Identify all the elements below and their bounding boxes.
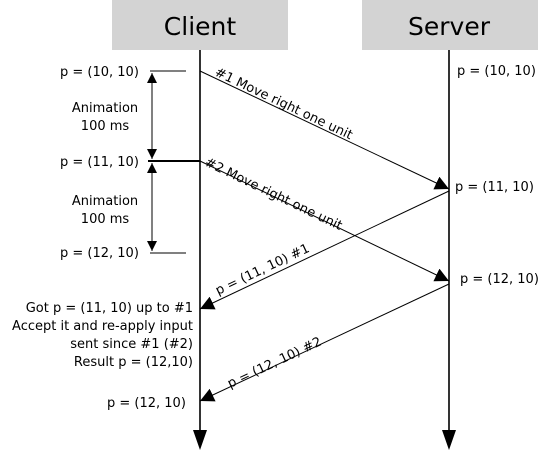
- client-position-label-1: p = (10, 10): [60, 65, 139, 80]
- response-1-arrow: [199, 190, 450, 310]
- reconcile-note-line1: Got p = (11, 10) up to #1: [26, 301, 193, 316]
- animation-label-1-line2: 100 ms: [81, 119, 130, 134]
- reconcile-note-line2: Accept it and re-apply input: [12, 319, 193, 334]
- response-2-arrow: [199, 283, 450, 402]
- reconcile-note-line3: sent since #1 (#2): [70, 337, 193, 352]
- server-header-label: Server: [408, 12, 491, 41]
- client-header-box: [112, 0, 288, 50]
- response-1-label: p = (11, 10) #1: [213, 241, 312, 298]
- reconcile-note-line4: Result p = (12,10): [74, 355, 193, 370]
- final-position-label: p = (12, 10): [107, 396, 186, 411]
- response-2-label: p = (12, 10) #2: [225, 335, 324, 392]
- server-position-label-2: p = (11, 10): [455, 180, 534, 195]
- message-1-arrow: [199, 70, 450, 190]
- animation-label-1-line1: Animation: [72, 101, 138, 116]
- message-2-arrow: [199, 160, 450, 282]
- server-position-label-3: p = (12, 10): [460, 272, 539, 287]
- animation-label-2-line2: 100 ms: [81, 212, 130, 227]
- client-position-label-3: p = (12, 10): [60, 246, 139, 261]
- server-header-box: [362, 0, 538, 50]
- client-header-label: Client: [164, 12, 237, 41]
- message-1-label: #1 Move right one unit: [212, 65, 354, 143]
- client-lifeline-arrowhead: [193, 430, 207, 450]
- server-position-label-1: p = (10, 10): [457, 64, 536, 79]
- message-2-label: #2 Move right one unit: [202, 155, 344, 234]
- client-position-label-2: p = (11, 10): [60, 155, 139, 170]
- animation-label-2-line1: Animation: [72, 194, 138, 209]
- server-lifeline-arrowhead: [442, 430, 456, 450]
